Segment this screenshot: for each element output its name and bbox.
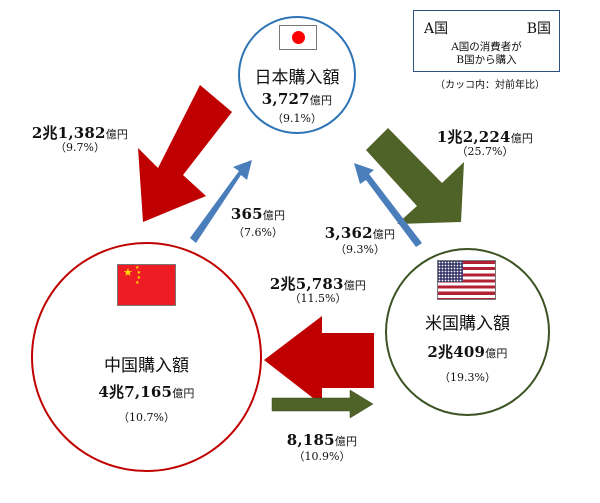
flow-china-from-usa-growth: （11.5%） bbox=[289, 292, 347, 306]
legend-description: A国の消費者が B国から購入 bbox=[414, 41, 559, 67]
flow-japan-from-usa: 3,362億円 （9.3%） bbox=[310, 224, 410, 257]
flow-japan-from-usa-growth: （9.3%） bbox=[335, 243, 385, 257]
arrow-japan-to-usa bbox=[366, 128, 464, 224]
china-amount: 4兆7,165億円 bbox=[31, 383, 262, 401]
japan-circle bbox=[238, 16, 356, 134]
flow-china-from-usa-amount: 2兆5,783 bbox=[269, 275, 344, 293]
flow-usa-from-japan-amount: 1兆2,224 bbox=[436, 128, 511, 146]
arrow-japan-to-china bbox=[138, 85, 232, 222]
flow-japan-from-china-unit: 億円 bbox=[262, 209, 286, 222]
flow-japan-from-china-growth: （7.6%） bbox=[233, 226, 283, 240]
legend-b-country: B国 bbox=[526, 21, 551, 37]
flow-japan-from-usa-unit: 億円 bbox=[372, 228, 396, 241]
china-amount-unit: 億円 bbox=[172, 387, 195, 400]
flow-china-from-usa-unit: 億円 bbox=[343, 279, 367, 292]
flow-usa-from-japan: 1兆2,224億円 （25.7%） bbox=[425, 128, 545, 159]
arrow-usa-to-japan bbox=[354, 163, 422, 247]
china-amount-value: 4兆7,165 bbox=[98, 383, 173, 401]
flow-china-from-japan-amount: 2兆1,382 bbox=[31, 124, 106, 142]
china-circle bbox=[31, 242, 262, 472]
japan-amount-unit: 億円 bbox=[309, 94, 333, 107]
japan-flag-sun bbox=[292, 31, 305, 44]
japan-amount-value: 3,727 bbox=[261, 90, 310, 108]
china-flag-stars-icon: ★ bbox=[123, 266, 133, 279]
china-title: 中国購入額 bbox=[104, 356, 189, 376]
arrow-china-to-usa bbox=[271, 389, 374, 419]
arrow-china-to-japan bbox=[190, 160, 252, 243]
legend-box: A国 B国 A国の消費者が B国から購入 bbox=[413, 10, 560, 72]
flow-china-from-japan-growth: （9.7%） bbox=[55, 141, 105, 155]
usa-amount: 2兆409億円 bbox=[385, 343, 550, 361]
flow-china-from-japan-unit: 億円 bbox=[105, 128, 129, 141]
flow-usa-from-china-amount: 8,185 bbox=[286, 431, 335, 449]
legend-description-line2: B国から購入 bbox=[456, 54, 517, 67]
flow-japan-from-china-amount: 365 bbox=[230, 205, 263, 223]
usa-circle bbox=[385, 248, 550, 416]
flow-china-from-japan: 2兆1,382億円 （9.7%） bbox=[20, 124, 140, 155]
flow-usa-from-japan-growth: （25.7%） bbox=[456, 145, 514, 159]
japan-amount: 3,727億円 bbox=[238, 90, 356, 108]
flow-japan-from-usa-amount: 3,362 bbox=[324, 224, 373, 242]
usa-title: 米国購入額 bbox=[425, 314, 510, 334]
china-flag-small-stars-icon: ★ ★ ★★ bbox=[135, 265, 142, 286]
flow-usa-from-japan-unit: 億円 bbox=[510, 132, 534, 145]
usa-amount-unit: 億円 bbox=[485, 347, 508, 360]
flow-usa-from-china: 8,185億円 （10.9%） bbox=[272, 431, 372, 464]
flow-japan-from-china: 365億円 （7.6%） bbox=[218, 205, 298, 240]
china-growth: （10.7%） bbox=[118, 411, 175, 424]
legend-description-line1: A国の消費者が bbox=[451, 41, 522, 53]
usa-amount-value: 2兆409 bbox=[427, 343, 486, 361]
flow-china-from-usa: 2兆5,783億円 （11.5%） bbox=[258, 275, 378, 306]
flow-usa-from-china-growth: （10.9%） bbox=[293, 450, 351, 464]
japan-title: 日本購入額 bbox=[254, 68, 340, 88]
china-flag: ★ ★ ★ ★★ bbox=[117, 264, 176, 306]
legend-a-country: A国 bbox=[424, 21, 449, 37]
usa-flag bbox=[437, 260, 496, 300]
usa-growth: （19.3%） bbox=[439, 371, 496, 384]
flow-usa-from-china-unit: 億円 bbox=[334, 435, 358, 448]
arrow-usa-to-china bbox=[264, 316, 374, 405]
legend-note: （カッコ内：対前年比） bbox=[435, 80, 545, 91]
usa-flag-canton bbox=[438, 261, 463, 282]
japan-growth: （9.1%） bbox=[272, 112, 322, 125]
japan-flag bbox=[279, 25, 317, 50]
